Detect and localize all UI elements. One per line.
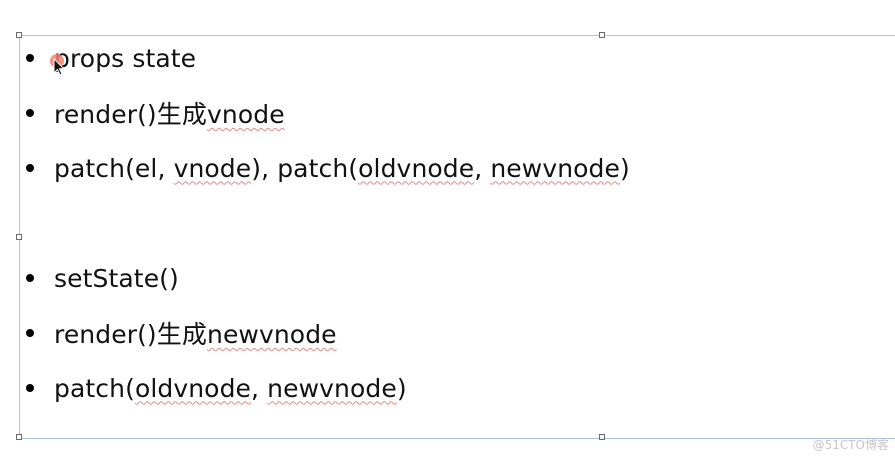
watermark: @51CTO博客 bbox=[812, 438, 889, 452]
text-segment: , bbox=[251, 373, 268, 403]
bullet-item: render()生成vnode bbox=[26, 95, 285, 131]
bullet-dot bbox=[26, 329, 34, 337]
bullet-dot bbox=[26, 164, 34, 172]
bullet-text[interactable]: patch(oldvnode, newvnode) bbox=[54, 374, 407, 403]
text-segment: props state bbox=[54, 43, 197, 73]
bullet-text[interactable]: props state bbox=[54, 44, 196, 73]
bullet-dot bbox=[26, 384, 34, 392]
resize-handle-top-middle[interactable] bbox=[599, 32, 605, 38]
bullet-text[interactable]: setState() bbox=[54, 264, 179, 293]
bullet-item: setState() bbox=[26, 263, 179, 293]
bullet-text[interactable]: patch(el, vnode), patch(oldvnode, newvno… bbox=[54, 154, 630, 183]
spellcheck-word: vnode bbox=[173, 153, 252, 183]
text-segment: ) bbox=[396, 373, 407, 403]
text-segment: ) bbox=[620, 153, 630, 183]
bullet-list: props state render()生成vnode patch(el, vn… bbox=[20, 36, 895, 438]
text-segment: render()生成 bbox=[54, 100, 207, 129]
bullet-dot bbox=[26, 274, 34, 282]
bullet-item: patch(el, vnode), patch(oldvnode, newvno… bbox=[26, 153, 630, 183]
mouse-pointer-icon bbox=[53, 58, 65, 76]
spellcheck-word: vnode bbox=[207, 100, 285, 129]
text-box[interactable]: props state render()生成vnode patch(el, vn… bbox=[16, 32, 895, 440]
spellcheck-word: oldvnode bbox=[134, 373, 252, 403]
resize-handle-bottom-left[interactable] bbox=[16, 434, 22, 440]
bullet-item: render()生成newvnode bbox=[26, 315, 337, 351]
text-segment: patch( bbox=[54, 373, 135, 403]
bullet-text[interactable]: render()生成newvnode bbox=[54, 315, 337, 351]
resize-handle-middle-left[interactable] bbox=[16, 234, 22, 240]
text-segment: render()生成 bbox=[54, 320, 207, 349]
spellcheck-word: oldvnode bbox=[358, 153, 475, 183]
bullet-dot bbox=[26, 54, 34, 62]
resize-handle-top-left[interactable] bbox=[16, 32, 22, 38]
resize-handle-bottom-middle[interactable] bbox=[599, 434, 605, 440]
bullet-text[interactable]: render()生成vnode bbox=[54, 95, 285, 131]
bullet-dot bbox=[26, 109, 34, 117]
text-segment: setState() bbox=[54, 263, 179, 293]
bullet-item: patch(oldvnode, newvnode) bbox=[26, 373, 407, 403]
spellcheck-word: newvnode bbox=[490, 153, 621, 183]
bullet-item: props state bbox=[26, 43, 196, 73]
text-segment: ), patch( bbox=[251, 153, 359, 183]
text-segment: , bbox=[474, 153, 491, 183]
text-segment: patch(el, bbox=[54, 153, 174, 183]
spellcheck-word: newvnode bbox=[207, 320, 337, 349]
spellcheck-word: newvnode bbox=[267, 373, 397, 403]
